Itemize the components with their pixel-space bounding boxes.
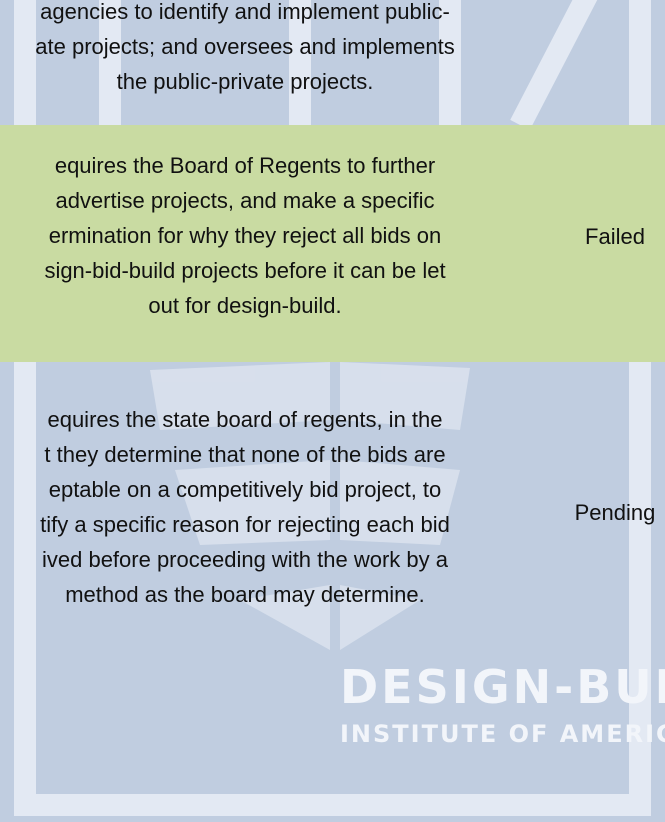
watermark-line2: INSTITUTE OF AMERICA [340,720,665,748]
description-line: eptable on a competitively bid project, … [48,477,442,502]
watermark-line1: DESIGN-BUILD [340,660,665,714]
description-line: ived before proceeding with the work by … [41,547,448,572]
row-description: equires the state board of regents, in t… [0,402,570,612]
table-row: agencies to identify and implement publi… [0,0,665,125]
description-line: tify a specific reason for rejecting eac… [40,512,450,537]
description-line: advertise projects, and make a specific [55,188,435,213]
row-description: agencies to identify and implement publi… [0,0,570,99]
status-cell: Pending [574,500,656,525]
table-row: equires the Board of Regents to further … [0,125,665,362]
description-line: the public-private projects. [116,69,374,94]
description-line: sign-bid-build projects before it can be… [44,258,446,283]
description-line: out for design-build. [148,293,342,318]
row-description: equires the Board of Regents to further … [0,148,570,323]
status-cell: Failed [585,224,645,249]
description-line: agencies to identify and implement publi… [40,0,450,24]
description-line: method as the board may determine. [65,582,425,607]
description-line: ate projects; and oversees and implement… [35,34,455,59]
description-line: ermination for why they reject all bids … [48,223,442,248]
description-line: equires the state board of regents, in t… [47,407,443,432]
description-line: t they determine that none of the bids a… [44,442,446,467]
table-row: equires the state board of regents, in t… [0,362,665,662]
description-line: equires the Board of Regents to further [54,153,436,178]
